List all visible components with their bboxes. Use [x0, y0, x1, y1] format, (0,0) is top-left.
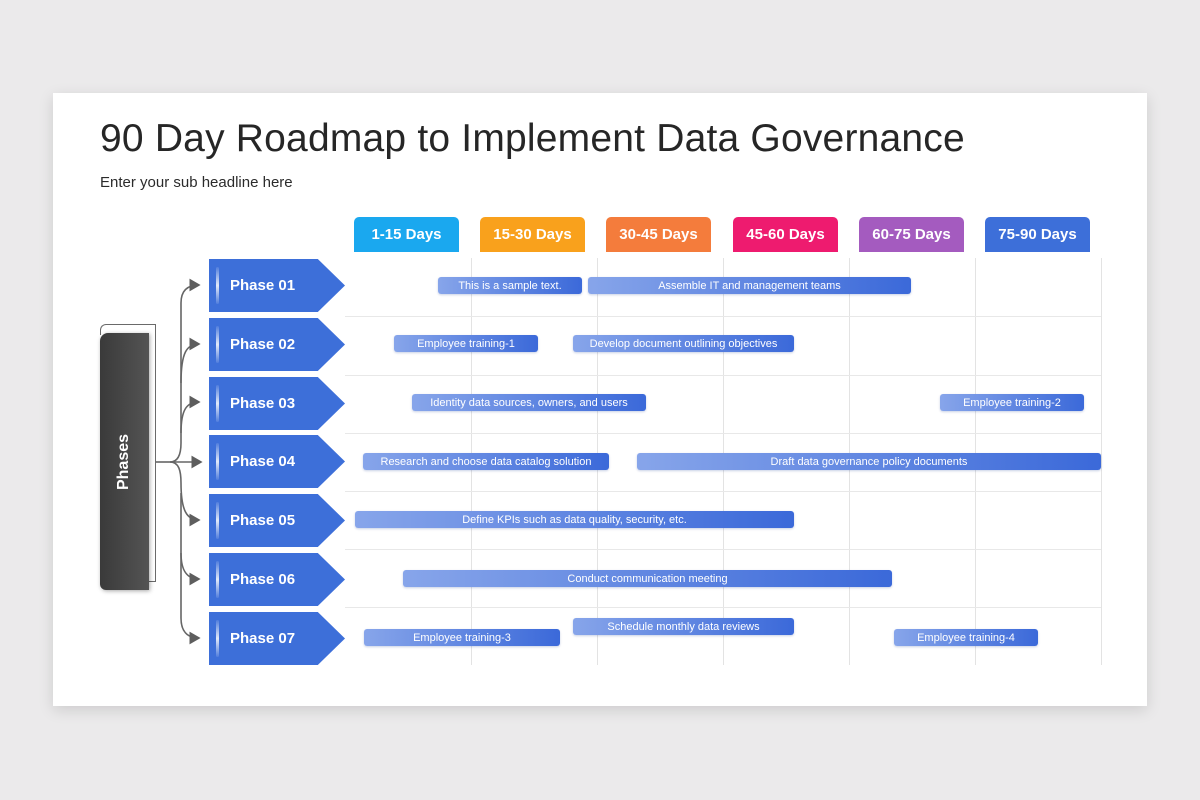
phase-tab-highlight	[216, 385, 219, 422]
task-bar: Employee training-2	[940, 394, 1084, 411]
phases-root-block	[100, 333, 149, 590]
task-bar: Conduct communication meeting	[403, 570, 892, 587]
phase-tab-highlight	[216, 620, 219, 657]
grid-line-horizontal	[345, 433, 1101, 434]
branch-connector-icon	[156, 278, 203, 645]
task-bar: Draft data governance policy documents	[637, 453, 1101, 470]
column-header-45-60: 45-60 Days	[733, 217, 838, 252]
phase-label: Phase 02	[230, 336, 296, 353]
column-header-15-30: 15-30 Days	[480, 217, 585, 252]
phase-label: Phase 05	[230, 512, 296, 529]
phase-tab-highlight	[216, 267, 219, 304]
task-bar: Employee training-1	[394, 335, 538, 352]
task-bar: Employee training-3	[364, 629, 560, 646]
column-header-30-45: 30-45 Days	[606, 217, 711, 252]
phase-tab-04: Phase 04	[209, 435, 345, 488]
phase-label: Phase 01	[230, 277, 296, 294]
grid-line-horizontal	[345, 375, 1101, 376]
phase-label: Phase 06	[230, 571, 296, 588]
task-bar: Define KPIs such as data quality, securi…	[355, 511, 794, 528]
grid-line-horizontal	[345, 491, 1101, 492]
slide: 90 Day Roadmap to Implement Data Governa…	[53, 93, 1147, 706]
phase-label: Phase 07	[230, 630, 296, 647]
phase-tab-02: Phase 02	[209, 318, 345, 371]
task-bar: Identity data sources, owners, and users	[412, 394, 646, 411]
slide-title: 90 Day Roadmap to Implement Data Governa…	[100, 117, 965, 160]
task-bar: This is a sample text.	[438, 277, 582, 294]
column-header-60-75: 60-75 Days	[859, 217, 964, 252]
grid-line-horizontal	[345, 607, 1101, 608]
phase-tab-06: Phase 06	[209, 553, 345, 606]
phase-tab-05: Phase 05	[209, 494, 345, 547]
phase-tab-03: Phase 03	[209, 377, 345, 430]
grid-line-vertical	[1101, 258, 1102, 665]
phase-tab-07: Phase 07	[209, 612, 345, 665]
grid-line-horizontal	[345, 316, 1101, 317]
phase-tab-highlight	[216, 326, 219, 363]
phase-label: Phase 03	[230, 395, 296, 412]
phase-tab-01: Phase 01	[209, 259, 345, 312]
task-bar: Develop document outlining objectives	[573, 335, 794, 352]
task-bar: Assemble IT and management teams	[588, 277, 911, 294]
phase-label: Phase 04	[230, 453, 296, 470]
phase-tab-highlight	[216, 502, 219, 539]
task-bar: Employee training-4	[894, 629, 1038, 646]
column-header-75-90: 75-90 Days	[985, 217, 1090, 252]
phase-tab-highlight	[216, 561, 219, 598]
task-bar: Research and choose data catalog solutio…	[363, 453, 609, 470]
phase-tab-highlight	[216, 443, 219, 480]
grid-line-horizontal	[345, 549, 1101, 550]
task-bar: Schedule monthly data reviews	[573, 618, 794, 635]
column-header-1-15: 1-15 Days	[354, 217, 459, 252]
slide-subtitle: Enter your sub headline here	[100, 174, 293, 191]
